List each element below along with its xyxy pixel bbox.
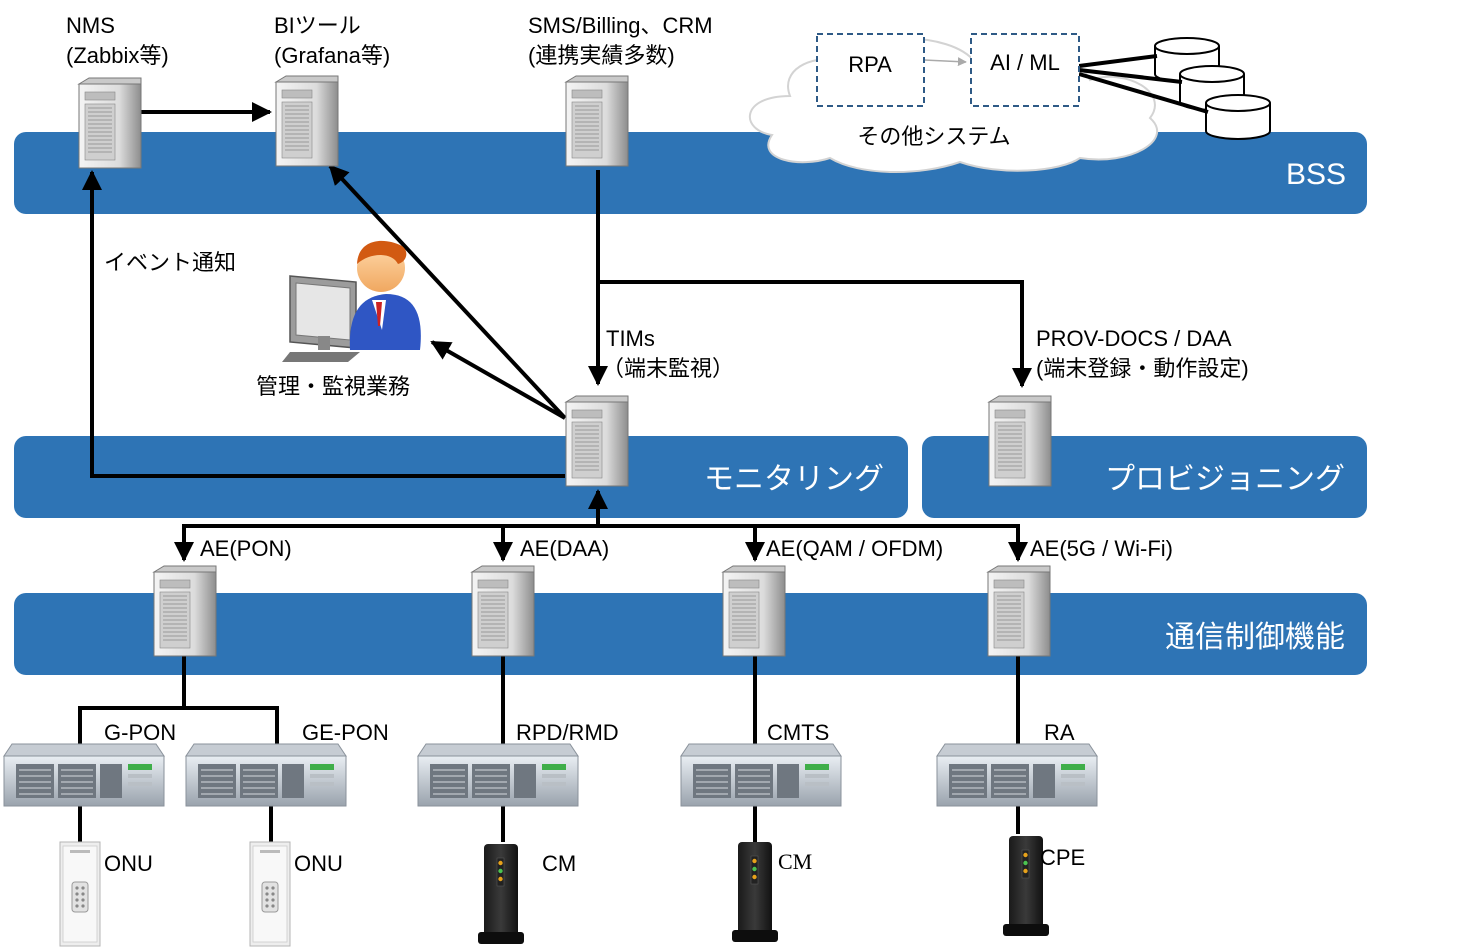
nms-sublabel: (Zabbix等): [66, 43, 169, 68]
nms-label: NMS: [66, 13, 115, 38]
ae-daa-server-icon: [471, 565, 535, 657]
onu-terminal-icon: [59, 841, 101, 947]
ra-label: RA: [1044, 720, 1075, 745]
ra-device-icon: [936, 743, 1098, 807]
monitoring-band-title: モニタリング: [704, 463, 884, 496]
rpa-label: RPA: [848, 52, 892, 77]
database-icon: [1205, 94, 1271, 140]
ae-5g-server-icon: [987, 565, 1051, 657]
gpon-device-icon: [3, 743, 165, 807]
rpd-device-icon: [417, 743, 579, 807]
tims-server-icon: [565, 395, 629, 487]
aiml-label: AI / ML: [990, 50, 1060, 75]
operator-label: 管理・監視業務: [256, 374, 410, 399]
sms-label: SMS/Billing、CRM: [528, 13, 713, 38]
gepon-device-icon: [185, 743, 347, 807]
sms-server-icon: [565, 75, 629, 167]
sms-sublabel: (連携実績多数): [528, 43, 675, 68]
provisioning-band-title: プロビジョニング: [1105, 463, 1345, 496]
bi-sublabel: (Grafana等): [274, 43, 390, 68]
gepon-label: GE-PON: [302, 720, 389, 745]
tims-label: TIMs: [606, 326, 655, 351]
ae-pon-server-icon: [153, 565, 217, 657]
prov-sublabel: (端末登録・動作設定): [1036, 356, 1249, 381]
tims-sublabel: （端末監視）: [602, 356, 734, 381]
bi-server-icon: [275, 75, 339, 167]
prov-server-icon: [988, 395, 1052, 487]
event-notice-label: イベント通知: [104, 250, 236, 275]
operator-icon: [282, 240, 421, 362]
nms-server-icon: [78, 77, 142, 169]
ae-daa-label: AE(DAA): [520, 536, 609, 561]
cpe-label: CPE: [1040, 845, 1085, 870]
prov-label: PROV-DOCS / DAA: [1036, 326, 1232, 351]
ae-5g-label: AE(5G / Wi-Fi): [1030, 536, 1173, 561]
bss-band-title: BSS: [1286, 158, 1346, 191]
cm-modem-icon: [731, 841, 779, 943]
cm-label: CM: [778, 849, 812, 874]
cm-label: CM: [542, 851, 576, 876]
rpd-label: RPD/RMD: [516, 720, 619, 745]
onu-label: ONU: [104, 851, 153, 876]
onu-label: ONU: [294, 851, 343, 876]
bss-band: [14, 132, 1367, 214]
other-systems-label: その他システム: [857, 124, 1010, 149]
rpa-box: [816, 33, 925, 107]
cm-modem-icon: [477, 843, 525, 945]
control-band-title: 通信制御機能: [1165, 621, 1345, 654]
gpon-label: G-PON: [104, 720, 176, 745]
bi-label: BIツール: [274, 13, 361, 38]
cmts-label: CMTS: [767, 720, 829, 745]
ae-qam-server-icon: [722, 565, 786, 657]
ae-qam-label: AE(QAM / OFDM): [766, 536, 943, 561]
onu-terminal-icon: [249, 841, 291, 947]
ae-pon-label: AE(PON): [200, 536, 292, 561]
aiml-box: [970, 33, 1080, 107]
other-systems-cloud: [748, 37, 1158, 173]
cmts-device-icon: [680, 743, 842, 807]
